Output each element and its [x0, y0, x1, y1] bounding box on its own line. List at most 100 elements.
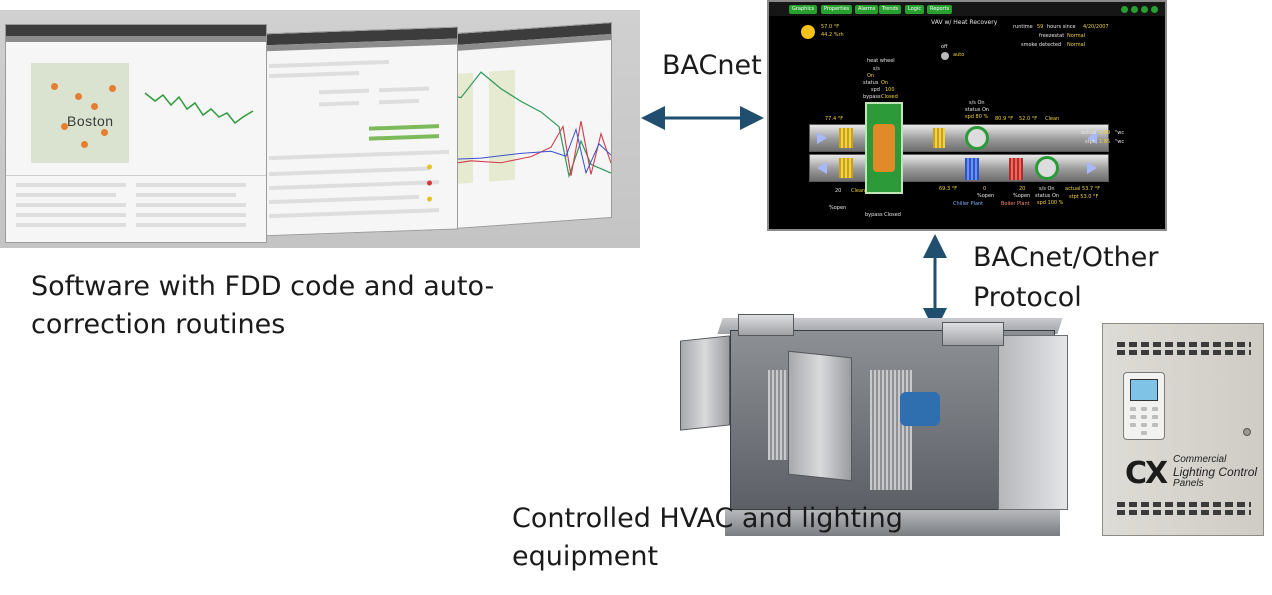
- hmi-filter-clean-bottom: Clean: [851, 188, 866, 194]
- hmi-post-temp: 52.0 °F: [1019, 116, 1038, 122]
- hmi-tab-properties[interactable]: Properties: [821, 5, 853, 14]
- hmi-menu-bar: Graphics Properties Alarms Trends Logic …: [769, 2, 1165, 16]
- panel-lock-icon: [1243, 428, 1251, 436]
- hmi-help-button[interactable]: [1121, 6, 1128, 13]
- hmi-close-button[interactable]: [1151, 6, 1158, 13]
- hmi-mode-off: off: [941, 44, 948, 50]
- hmi-filter-clean-top: Clean: [1045, 116, 1060, 122]
- panel-vent: [1117, 342, 1251, 347]
- hmi-freezestat-value: Normal: [1067, 33, 1086, 39]
- hmi-tab-logic[interactable]: Logic: [905, 5, 925, 14]
- hmi-damper-label: %open: [829, 205, 847, 211]
- sun-icon: [801, 25, 815, 39]
- hmi-supply-ss: s/s On: [969, 100, 985, 106]
- ahu-hood-left: [738, 314, 794, 336]
- hmi-return-temp: 77.4 °F: [825, 116, 844, 122]
- hmi-wheel-spd-label: spd: [871, 87, 880, 93]
- hmi-mode-auto: auto: [953, 52, 965, 58]
- hmi-mixed-temp: 80.9 °F: [995, 116, 1014, 122]
- map-city-label: Boston: [67, 113, 114, 129]
- cooling-coil-icon: [965, 158, 979, 180]
- hmi-exhaust-status: status On: [1035, 193, 1060, 199]
- hvac-unit-image: [680, 310, 1070, 558]
- hmi-tab-reports[interactable]: Reports: [927, 5, 953, 14]
- cx-logo: CX: [1125, 456, 1168, 491]
- hmi-chiller-label: Chiller Plant: [953, 201, 984, 207]
- hmi-sat-stpt: stpt 53.0 °F: [1069, 194, 1099, 200]
- panel-keypad: [1123, 372, 1165, 440]
- hmi-outside-humidity: 44.2 %rh: [821, 32, 844, 38]
- supply-duct: [809, 124, 1109, 152]
- hmi-heat-wheel-label: heat wheel: [867, 58, 895, 64]
- hmi-wheel-spd-value: 100: [885, 87, 895, 93]
- hmi-runtime-suffix: hours since: [1047, 24, 1076, 30]
- hmi-smoke-label: smoke detected: [1021, 42, 1062, 48]
- hmi-runtime-value: 59: [1037, 24, 1044, 30]
- trend-lines: [444, 71, 612, 179]
- ahu-hood-right: [942, 322, 1004, 346]
- hmi-forward-button[interactable]: [1141, 6, 1148, 13]
- hmi-smoke-value: Normal: [1067, 42, 1086, 48]
- exhaust-fan-icon: [1035, 156, 1059, 180]
- airflow-arrow-icon: [1087, 132, 1097, 144]
- software-caption: Software with FDD code and auto-correcti…: [31, 271, 495, 340]
- hmi-wheel-bypass-value: Closed: [881, 94, 898, 100]
- hmi-bottom-bypass: bypass Closed: [865, 212, 901, 218]
- filter-icon: [839, 128, 853, 148]
- hmi-actual-unit: "wc: [1115, 130, 1125, 136]
- hmi-damper-open: 20: [835, 188, 842, 194]
- filter-icon: [839, 158, 853, 178]
- hmi-tab-alarms[interactable]: Alarms: [855, 5, 879, 14]
- hmi-back-button[interactable]: [1131, 6, 1138, 13]
- cx-line-1: Commercial: [1173, 454, 1227, 465]
- bacnet-other-protocol-label: BACnet/Other Protocol: [973, 242, 1159, 313]
- ahu-door-left: [680, 335, 730, 431]
- hmi-chw-label: %open: [977, 193, 995, 199]
- airflow-arrow-icon: [1087, 162, 1097, 174]
- airflow-arrow-icon: [817, 132, 827, 144]
- lighting-control-panel: CX Commercial Lighting Control Panels: [1102, 323, 1264, 536]
- hmi-exhaust-spd: spd 100 %: [1037, 200, 1064, 206]
- hmi-tab-trends[interactable]: Trends: [879, 5, 902, 14]
- hmi-runtime-label: runtime: [1013, 24, 1033, 30]
- cx-line-3: Panels: [1173, 478, 1204, 489]
- hmi-stpt-value: 1.85: [1099, 139, 1111, 145]
- supply-fan-icon: [965, 126, 989, 150]
- bacnet-label: BACnet: [662, 50, 762, 81]
- ahu-base: [725, 510, 1060, 536]
- hmi-actual-value: 1.89: [1099, 130, 1111, 136]
- heating-coil-icon: [1009, 158, 1023, 180]
- exhaust-duct: [809, 154, 1109, 182]
- panel-vent: [1117, 502, 1251, 507]
- panel-vent: [1117, 510, 1251, 515]
- bacnet-hmi-screen: Graphics Properties Alarms Trends Logic …: [767, 0, 1167, 231]
- hmi-boiler-label: Boiler Plant: [1001, 201, 1030, 207]
- hmi-title: VAV w/ Heat Recovery: [931, 19, 998, 26]
- hmi-wheel-ss-label: s/s: [873, 66, 880, 72]
- hmi-chw-pct: 0: [983, 186, 987, 192]
- hmi-freezestat-label: freezestat: [1039, 33, 1065, 39]
- trend-chart-screen: [440, 21, 612, 231]
- hmi-hw-label: %open: [1013, 193, 1031, 199]
- ahu-side-panel: [998, 335, 1068, 510]
- hmi-sat-actual: actual 53.7 °F: [1065, 186, 1101, 192]
- portfolio-dashboard-screen: Boston: [5, 24, 267, 243]
- fault-trend-chart: [144, 92, 254, 125]
- ahu-coil: [870, 370, 912, 490]
- hmi-stpt-label: stpt: [1085, 139, 1095, 145]
- hmi-tab-graphics[interactable]: Graphics: [789, 5, 818, 14]
- hmi-actual-label: actual: [1081, 130, 1097, 136]
- hmi-exhaust-ss: s/s On: [1039, 186, 1055, 192]
- hmi-wheel-bypass-label: bypass: [863, 94, 881, 100]
- cx-line-2: Lighting Control: [1173, 465, 1258, 479]
- diagnostics-screen: [258, 26, 458, 237]
- building-map: Boston: [31, 63, 129, 163]
- hmi-runtime-date: 4/20/2007: [1083, 24, 1109, 30]
- filter-icon: [933, 128, 945, 148]
- mode-switch-icon[interactable]: [941, 52, 949, 60]
- fan-motor-icon: [900, 392, 940, 426]
- panel-vent: [1117, 350, 1251, 355]
- hmi-outside-temp: 57.0 °F: [821, 24, 840, 30]
- hmi-wheel-ss-value: On: [867, 73, 875, 79]
- hmi-supply-status: status On: [965, 107, 990, 113]
